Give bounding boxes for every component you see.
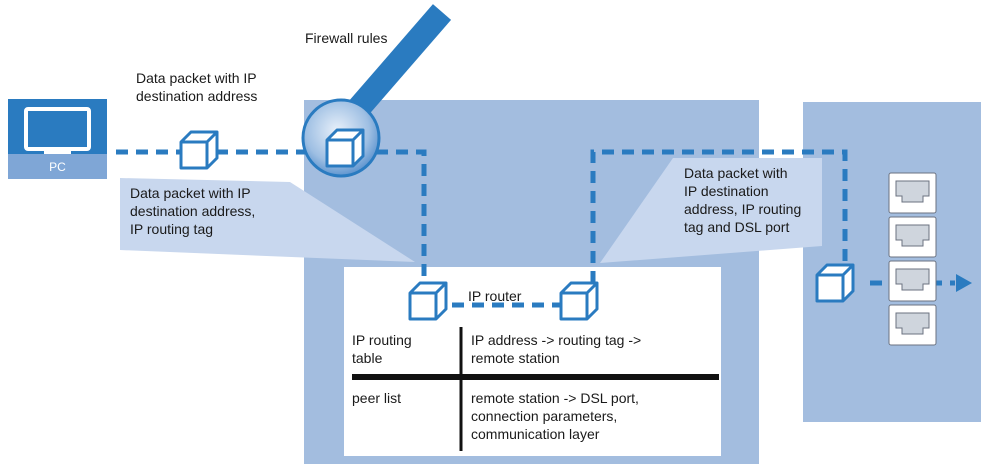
arrowhead xyxy=(956,274,972,292)
peer-list-value-line-3: communication layer xyxy=(471,426,600,442)
firewall-handle xyxy=(340,4,452,126)
peer-list-value-line-2: connection parameters, xyxy=(471,408,618,424)
packet-cube-router-out xyxy=(559,281,599,321)
packet-left-label: Data packet with IP destination address,… xyxy=(130,184,255,238)
routing-table-value-line-2: remote station xyxy=(471,350,560,366)
ip-router-box xyxy=(344,267,721,456)
port-3 xyxy=(888,260,937,302)
packet-right-line-2: IP destination xyxy=(684,183,769,199)
packet-top-label: Data packet with IP destination address xyxy=(136,69,257,105)
routing-table-value-line-1: IP address -> routing tag -> xyxy=(471,332,642,348)
peer-list-value-line-1: remote station -> DSL port, xyxy=(471,390,639,406)
packet-top-line-2: destination address xyxy=(136,88,258,104)
peer-list-label: peer list xyxy=(352,390,402,406)
packet-cube-1 xyxy=(179,130,219,170)
routing-table-line-1: IP routing xyxy=(352,332,412,348)
right-callout xyxy=(600,158,822,263)
pc-icon xyxy=(8,99,107,179)
routing-table-value: IP address -> routing tag -> remote stat… xyxy=(471,331,641,367)
port-1 xyxy=(888,172,937,214)
firewall-rules-label: Firewall rules xyxy=(305,30,388,46)
peer-list-value: remote station -> DSL port, connection p… xyxy=(471,389,639,443)
packet-left-line-3: IP routing tag xyxy=(130,221,214,237)
routing-table-label: IP routing table xyxy=(352,331,412,367)
port-2 xyxy=(888,216,937,258)
ip-router-label: IP router xyxy=(468,288,522,304)
packet-right-line-3: address, IP routing xyxy=(684,201,802,217)
packet-right-line-4: tag and DSL port xyxy=(684,219,790,235)
left-callout xyxy=(120,178,415,262)
packet-left-line-2: destination address, xyxy=(130,203,256,219)
packet-cube-firewall xyxy=(325,128,365,168)
packet-cube-dsl xyxy=(815,263,855,303)
routing-table-line-2: table xyxy=(352,350,383,366)
pc-label: PC xyxy=(49,160,66,174)
port-4 xyxy=(888,304,937,346)
packet-right-line-1: Data packet with xyxy=(684,165,788,181)
packet-top-line-1: Data packet with IP xyxy=(136,70,257,86)
packet-right-label: Data packet with IP destination address,… xyxy=(684,164,801,236)
packet-left-line-1: Data packet with IP xyxy=(130,185,251,201)
dsl-ports xyxy=(888,172,937,346)
packet-cube-router-in xyxy=(408,281,448,321)
